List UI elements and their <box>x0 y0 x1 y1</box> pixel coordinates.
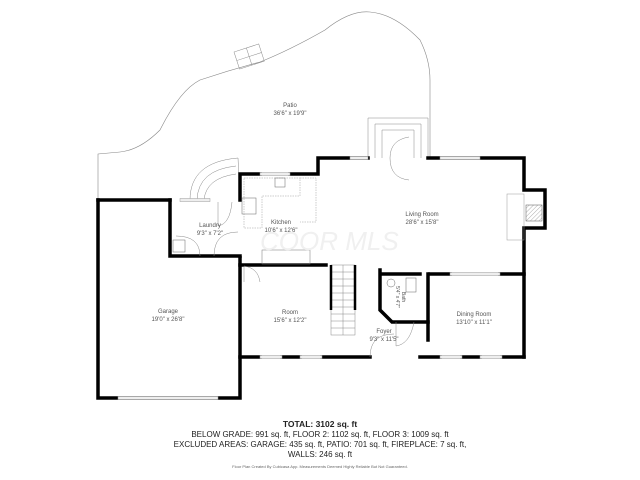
laundry-steps <box>189 157 241 201</box>
dims-living-room: 28'6" x 15'8" <box>406 220 439 226</box>
dims-room: 15'6" x 12'2" <box>274 318 307 324</box>
label-dining-room: Dining Room <box>457 312 492 318</box>
dims-laundry: 9'3" x 7'2" <box>197 231 223 237</box>
label-bath: Bath <box>400 292 406 303</box>
label-room: Room <box>282 310 298 316</box>
watermark: COOR MLS <box>260 226 399 256</box>
dims-patio: 36'6" x 19'9" <box>274 111 307 117</box>
credit-note: Floor Plan Created By Cubicasa App. Meas… <box>232 464 408 469</box>
grill-icon <box>233 43 265 70</box>
label-living-room: Living Room <box>405 212 438 218</box>
fireplace <box>525 204 543 222</box>
walls-area: WALLS: 246 sq. ft <box>287 450 353 459</box>
laundry-sink-icon <box>172 239 186 253</box>
label-patio: Patio <box>283 103 297 109</box>
dims-garage: 19'0" x 26'8" <box>152 317 185 323</box>
staircase <box>330 264 356 336</box>
floor-areas: BELOW GRADE: 991 sq. ft, FLOOR 2: 1102 s… <box>191 430 449 439</box>
walls <box>96 156 547 400</box>
label-kitchen: Kitchen <box>271 220 291 226</box>
dims-bath: 5'4" x 4'7" <box>394 286 400 308</box>
sink-icon <box>274 177 286 188</box>
stove-icon <box>241 197 257 215</box>
bath-sink-icon <box>405 277 417 293</box>
excluded-areas: EXCLUDED AREAS: GARAGE: 435 sq. ft, PATI… <box>173 440 467 449</box>
dims-foyer: 9'3" x 11'5" <box>369 337 398 343</box>
hearth <box>506 193 525 241</box>
patio-outline <box>97 11 431 200</box>
patio-steps <box>367 117 429 158</box>
total-area: TOTAL: 3102 sq. ft <box>282 419 358 429</box>
toilet-icon <box>386 278 396 288</box>
dims-kitchen: 10'6" x 12'6" <box>265 228 298 234</box>
stair-wall <box>329 265 357 310</box>
kitchen-counters <box>243 177 317 229</box>
kitchen-cabinet-lower <box>261 249 311 265</box>
dims-dining-room: 13'10" x 11'1" <box>456 320 492 326</box>
label-laundry: Laundry <box>199 223 221 229</box>
label-garage: Garage <box>158 309 179 315</box>
label-foyer: Foyer <box>376 329 391 335</box>
patio-door-swing <box>389 136 410 181</box>
doors <box>175 201 415 358</box>
windows <box>117 156 503 400</box>
